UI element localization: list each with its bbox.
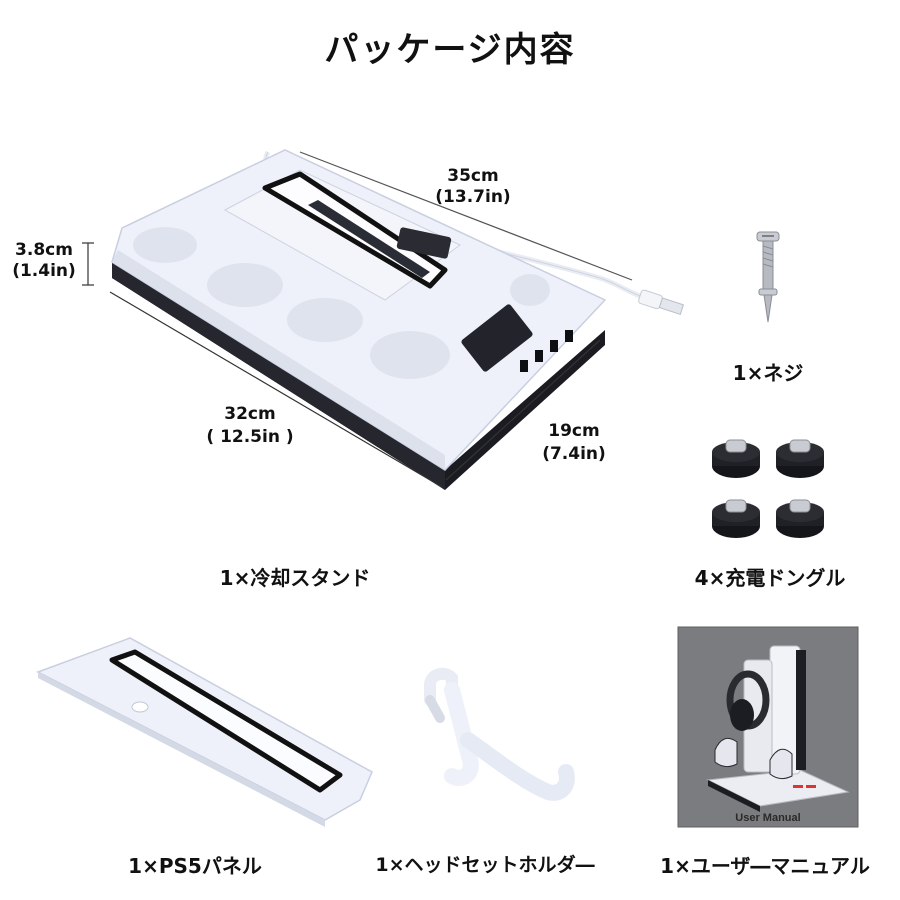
length-cm-label: 35cm bbox=[447, 166, 499, 186]
headset-holder-label: 1×ヘッドセットホルダ― bbox=[375, 854, 595, 876]
page-title: パッケージ内容 bbox=[324, 30, 576, 70]
height-in-label: (1.4in) bbox=[12, 261, 76, 281]
dongle-2 bbox=[776, 439, 824, 478]
screw-label: 1×ネジ bbox=[732, 361, 804, 385]
manual-label: 1×ユーザ―マニュアル bbox=[660, 854, 870, 878]
manual-cover-text: User Manual bbox=[735, 812, 800, 824]
stand-label: 1×冷却スタンド bbox=[219, 566, 371, 590]
width-in-label: ( 12.5in ) bbox=[206, 427, 294, 447]
length-in-label: (13.7in) bbox=[435, 187, 511, 207]
dongle-3 bbox=[712, 499, 760, 538]
dongle-1 bbox=[712, 439, 760, 478]
panel-label: 1×PS5パネル bbox=[128, 854, 262, 878]
depth-in-label: (7.4in) bbox=[542, 444, 606, 464]
dongle-4 bbox=[776, 499, 824, 538]
width-cm-label: 32cm bbox=[224, 404, 276, 424]
depth-cm-label: 19cm bbox=[548, 421, 600, 441]
dongles-label: 4×充電ドングル bbox=[694, 566, 846, 590]
height-cm-label: 3.8cm bbox=[15, 240, 73, 260]
